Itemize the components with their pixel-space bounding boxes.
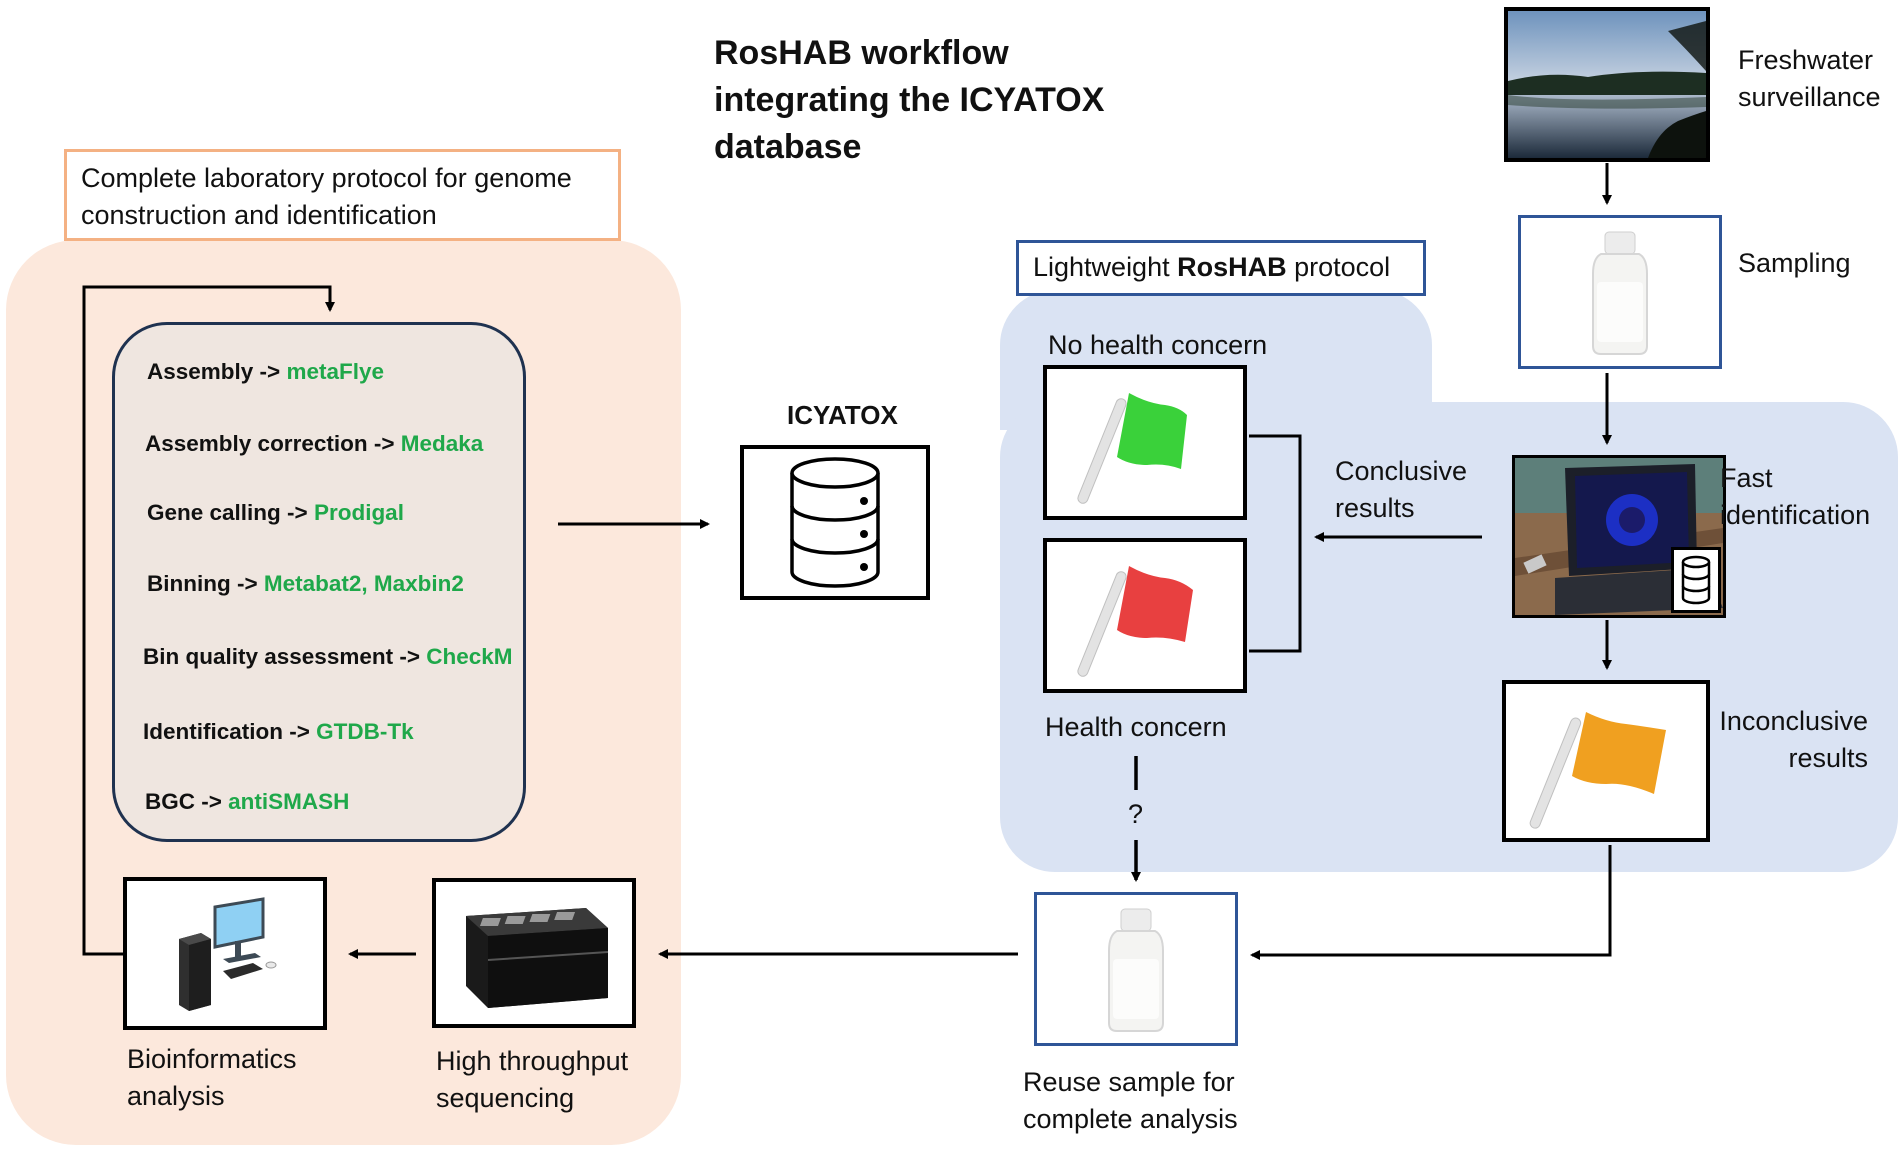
conclusive-bracket [1249, 434, 1302, 653]
pipeline-step: Assembly -> metaFlye [147, 359, 385, 384]
laptop-photo-icon [1512, 455, 1726, 618]
freshwater-label: Freshwater surveillance [1738, 45, 1881, 112]
sequencer-box [432, 878, 636, 1028]
arrow-bioinformatics-to-pipeline [82, 285, 335, 956]
fast-identification-label: Fast identification [1720, 463, 1871, 530]
lake-photo-icon [1504, 7, 1710, 162]
lab-protocol-title: Complete laboratory protocol for genome … [64, 149, 621, 241]
question-mark: ? [1128, 799, 1144, 829]
database-icon [1671, 547, 1721, 613]
reuse-sample-box [1034, 892, 1238, 1046]
flag-icon [1077, 566, 1193, 677]
pipeline-steps-box: Assembly -> metaFlye Assembly correction… [112, 322, 526, 842]
no-health-concern-label: No health concern [1048, 330, 1268, 360]
database-icon [790, 457, 880, 588]
computer-icon [179, 897, 277, 1011]
database-box [740, 445, 930, 600]
flag-icon [1529, 712, 1666, 829]
red-flag-box [1043, 538, 1247, 693]
sample-bottle-icon [1108, 908, 1164, 1032]
reuse-sample-label: Reuse sample for complete analysis [1023, 1067, 1238, 1134]
sampling-label: Sampling [1738, 248, 1851, 278]
pipeline-step: BGC -> antiSMASH [145, 789, 350, 814]
pipeline-step: Assembly correction -> Medaka [145, 431, 484, 456]
diagram-title: RosHAB workflow integrating the ICYATOX … [714, 34, 1105, 166]
sequencing-label: High throughput sequencing [436, 1046, 629, 1113]
conclusive-label: Conclusive results [1335, 456, 1468, 523]
inconclusive-flag-box [1502, 680, 1710, 842]
inconclusive-label: Inconclusive results [1719, 706, 1868, 773]
sequencer-icon [466, 908, 609, 1008]
bioinformatics-label: Bioinformatics analysis [127, 1044, 297, 1111]
pipeline-step: Binning -> Metabat2, Maxbin2 [147, 571, 464, 596]
lightweight-title: Lightweight RosHAB protocol [1016, 240, 1426, 296]
computer-box [123, 877, 327, 1030]
database-label: ICYATOX [787, 400, 898, 430]
sampling-box [1518, 215, 1722, 369]
health-concern-label: Health concern [1045, 712, 1227, 742]
green-flag-box [1043, 365, 1247, 520]
flag-icon [1077, 393, 1187, 504]
pipeline-step: Gene calling -> Prodigal [147, 500, 404, 525]
sample-bottle-icon [1592, 231, 1648, 355]
pipeline-step: Identification -> GTDB-Tk [143, 719, 414, 744]
arrow-inconclusive-to-reuse [1250, 845, 1612, 960]
pipeline-step: Bin quality assessment -> CheckM [143, 644, 513, 669]
